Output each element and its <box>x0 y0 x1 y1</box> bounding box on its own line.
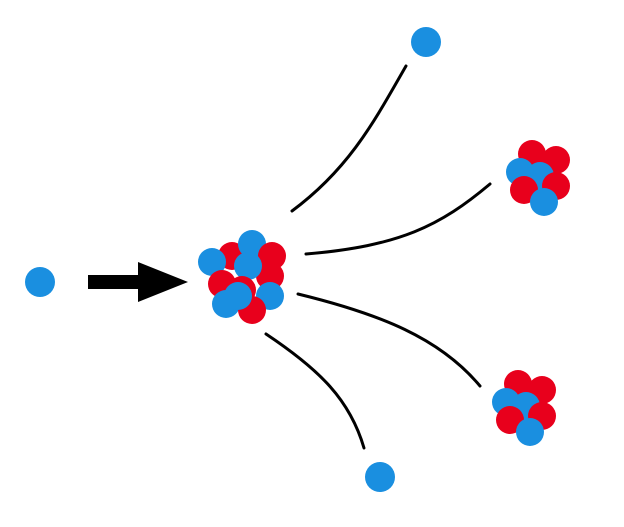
trajectory-lower-fragment <box>296 292 482 388</box>
product-neutron-bottom <box>365 462 395 492</box>
target-nucleus <box>198 230 286 324</box>
product-fragment-lower <box>492 370 556 446</box>
product-neutron-top <box>411 27 441 57</box>
incoming-neutron <box>25 267 55 297</box>
trajectory-upper-fragment <box>304 182 492 256</box>
trajectory-top-neutron <box>290 64 408 213</box>
product-fragment-upper <box>506 140 570 216</box>
arrow-right-icon <box>88 262 188 302</box>
trajectories <box>264 64 492 450</box>
trajectory-bottom-neutron <box>264 332 366 450</box>
